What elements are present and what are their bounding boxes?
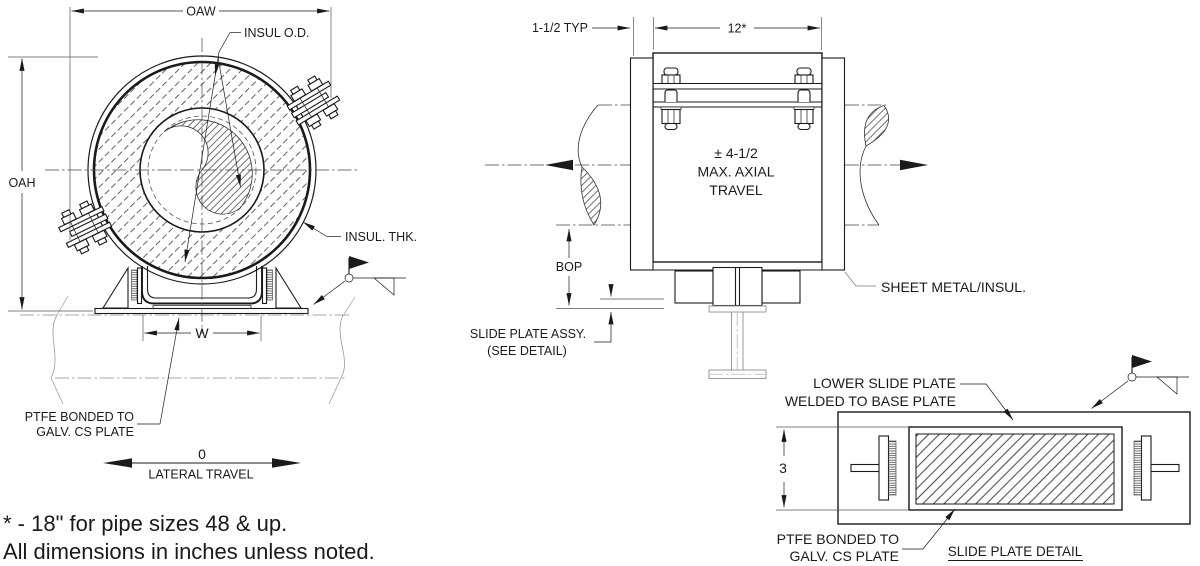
saddle-assembly — [94, 266, 309, 315]
clamp-side-plate-left — [629, 57, 654, 271]
slide-plate-detail-view: 3 LOWER SLIDE PLATE WELDED TO BASE PLATE… — [776, 354, 1191, 564]
width-label: 12* — [728, 22, 747, 36]
ptfe-detail-line2: GALV. CS PLATE — [790, 548, 899, 564]
detail-title-label: SLIDE PLATE DETAIL — [948, 544, 1083, 559]
clamp-side-plate-right — [821, 57, 846, 271]
slide-assy-line1: SLIDE PLATE ASSY. — [470, 327, 586, 341]
oah-label: OAH — [8, 176, 35, 190]
detail-title: SLIDE PLATE DETAIL — [948, 544, 1083, 562]
lateral-travel-value: 0 — [198, 446, 206, 462]
oaw-label: OAW — [186, 5, 216, 19]
ptfe-callout-front: PTFE BONDED TO GALV. CS PLATE — [25, 317, 180, 439]
ptfe-detail-line1: PTFE BONDED TO — [777, 531, 900, 547]
width-dimension: 12* — [653, 17, 822, 50]
side-plate-right — [261, 267, 268, 305]
detail-height-dimension: 3 — [776, 426, 909, 511]
lower-callout-line2: WELDED TO BASE PLATE — [785, 393, 956, 409]
w-dimension: W — [142, 315, 262, 341]
general-notes: * - 18" for pipe sizes 48 & up. All dime… — [3, 511, 375, 564]
gusset-left — [102, 266, 129, 309]
bolt-stack-right — [266, 269, 273, 301]
sheet-metal-callout: SHEET METAL/INSUL. — [844, 271, 1026, 295]
insul-od-label: INSUL O.D. — [244, 26, 310, 40]
note-line1: * - 18" for pipe sizes 48 & up. — [3, 511, 287, 536]
slide-plate-assy-callout: SLIDE PLATE ASSY. (SEE DETAIL) — [470, 284, 664, 358]
axial-travel-line3: TRAVEL — [709, 182, 763, 198]
side-elevation-view: ± 4-1/2 MAX. AXIAL TRAVEL 1-1/2 TYP 12* … — [470, 17, 1026, 379]
weld-flag-front — [313, 255, 407, 305]
lower-callout-line1: LOWER SLIDE PLATE — [813, 375, 956, 391]
oah-dimension: OAH — [8, 56, 98, 312]
slide-assy-line2: (SEE DETAIL) — [487, 344, 567, 358]
oaw-dimension: OAW — [69, 5, 332, 240]
insul-thk-callout: INSUL. THK. — [302, 221, 417, 244]
detail-height-label: 3 — [779, 460, 787, 476]
w-label: W — [195, 325, 209, 341]
insul-od-callout: INSUL O.D. — [184, 26, 310, 263]
pipe-break-left — [556, 104, 631, 226]
i-beam — [708, 305, 767, 379]
front-view: OAW OAH INSUL O.D. INSUL. THK. PTFE — [8, 5, 417, 482]
lateral-travel-dimension: 0 LATERAL TRAVEL — [103, 446, 301, 482]
axial-arrow-right — [900, 159, 928, 171]
typ-dimension: 1-1/2 TYP — [532, 17, 634, 56]
ptfe-front-line2: GALV. CS PLATE — [36, 425, 134, 439]
gusset-right — [275, 266, 302, 309]
insul-thk-label: INSUL. THK. — [345, 230, 417, 244]
axial-travel-line2: MAX. AXIAL — [697, 164, 774, 180]
pipe-break-right — [845, 104, 889, 226]
slide-plate-stack — [674, 266, 801, 307]
support-steel-break — [20, 295, 356, 405]
note-line2: All dimensions in inches unless noted. — [3, 539, 375, 564]
axial-travel-note: ± 4-1/2 MAX. AXIAL TRAVEL — [697, 145, 774, 198]
bop-label: BOP — [556, 260, 582, 274]
bolt-stack-left — [131, 269, 138, 301]
side-plate-left — [136, 267, 143, 305]
ptfe-front-line1: PTFE BONDED TO — [25, 410, 135, 424]
typ-label: 1-1/2 TYP — [532, 21, 588, 35]
bop-dimension: BOP — [556, 228, 664, 309]
lower-slide-plate-callout: LOWER SLIDE PLATE WELDED TO BASE PLATE — [785, 375, 1014, 421]
base-plate — [94, 307, 309, 315]
lateral-travel-label: LATERAL TRAVEL — [148, 468, 253, 482]
pipe-cut-section — [163, 119, 253, 215]
sheet-metal-label: SHEET METAL/INSUL. — [881, 279, 1026, 295]
detail-ptfe-plate — [915, 433, 1115, 505]
axial-travel-line1: ± 4-1/2 — [714, 145, 758, 161]
axial-arrow-left — [545, 159, 573, 171]
ptfe-callout-detail: PTFE BONDED TO GALV. CS PLATE — [777, 508, 956, 564]
weld-flag-detail — [1091, 354, 1190, 409]
